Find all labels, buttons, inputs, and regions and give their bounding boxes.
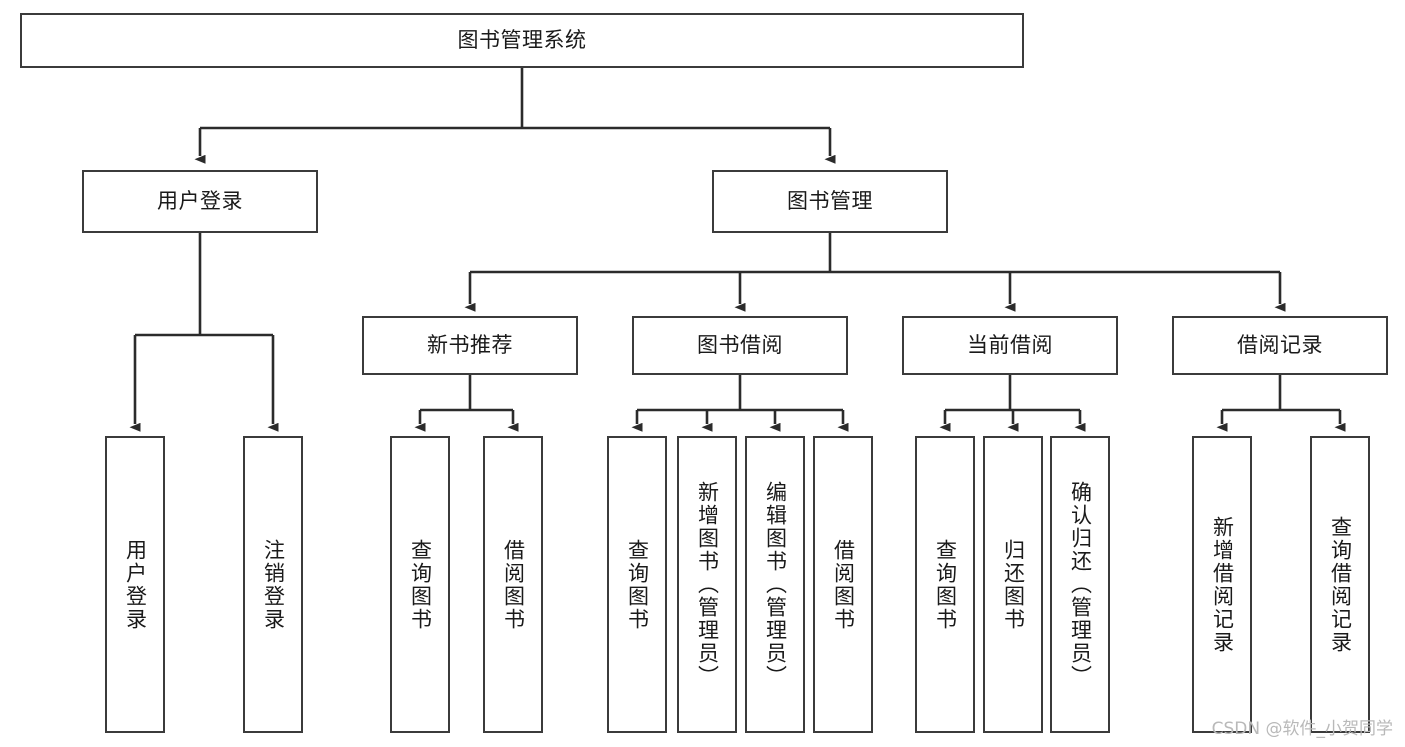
node-book-borrow[interactable]: 图书借阅	[632, 316, 848, 375]
node-current-borrow-label: 当前借阅	[967, 333, 1053, 358]
node-leaf-user-logout[interactable]: 注销登录	[243, 436, 303, 733]
node-leaf-confirm-return-label: 确认归还（管理员）	[1068, 481, 1093, 688]
node-book-management-label: 图书管理	[787, 189, 873, 214]
node-new-book-recommend-label: 新书推荐	[427, 333, 513, 358]
node-root-label: 图书管理系统	[457, 28, 587, 53]
node-leaf-add-record-label: 新增借阅记录	[1210, 515, 1235, 654]
node-leaf-query-book-3-label: 查询图书	[933, 538, 958, 631]
node-root[interactable]: 图书管理系统	[20, 13, 1024, 68]
node-leaf-query-book-1[interactable]: 查询图书	[390, 436, 450, 733]
node-user-login-label: 用户登录	[157, 189, 243, 214]
node-book-management[interactable]: 图书管理	[712, 170, 948, 233]
node-borrow-record-label: 借阅记录	[1237, 333, 1323, 358]
node-leaf-borrow-book-2[interactable]: 借阅图书	[813, 436, 873, 733]
node-leaf-borrow-book-1-label: 借阅图书	[501, 538, 526, 631]
node-leaf-query-book-3[interactable]: 查询图书	[915, 436, 975, 733]
node-leaf-edit-book[interactable]: 编辑图书（管理员）	[745, 436, 805, 733]
node-leaf-user-logout-label: 注销登录	[261, 538, 286, 631]
node-leaf-edit-book-label: 编辑图书（管理员）	[763, 481, 788, 688]
node-leaf-return-book[interactable]: 归还图书	[983, 436, 1043, 733]
node-leaf-add-record[interactable]: 新增借阅记录	[1192, 436, 1252, 733]
node-leaf-confirm-return[interactable]: 确认归还（管理员）	[1050, 436, 1110, 733]
node-new-book-recommend[interactable]: 新书推荐	[362, 316, 578, 375]
node-leaf-query-book-1-label: 查询图书	[408, 538, 433, 631]
node-book-borrow-label: 图书借阅	[697, 333, 783, 358]
node-leaf-user-login[interactable]: 用户登录	[105, 436, 165, 733]
node-borrow-record[interactable]: 借阅记录	[1172, 316, 1388, 375]
node-leaf-add-book-label: 新增图书（管理员）	[695, 481, 720, 688]
node-leaf-add-book[interactable]: 新增图书（管理员）	[677, 436, 737, 733]
node-leaf-query-book-2[interactable]: 查询图书	[607, 436, 667, 733]
node-current-borrow[interactable]: 当前借阅	[902, 316, 1118, 375]
node-leaf-user-login-label: 用户登录	[123, 538, 148, 631]
node-leaf-query-record-label: 查询借阅记录	[1328, 515, 1353, 654]
node-leaf-query-record[interactable]: 查询借阅记录	[1310, 436, 1370, 733]
node-leaf-return-book-label: 归还图书	[1001, 538, 1026, 631]
node-user-login[interactable]: 用户登录	[82, 170, 318, 233]
watermark-text: CSDN @软件_小贺同学	[1211, 719, 1393, 739]
node-leaf-borrow-book-1[interactable]: 借阅图书	[483, 436, 543, 733]
node-leaf-query-book-2-label: 查询图书	[625, 538, 650, 631]
node-leaf-borrow-book-2-label: 借阅图书	[831, 538, 856, 631]
